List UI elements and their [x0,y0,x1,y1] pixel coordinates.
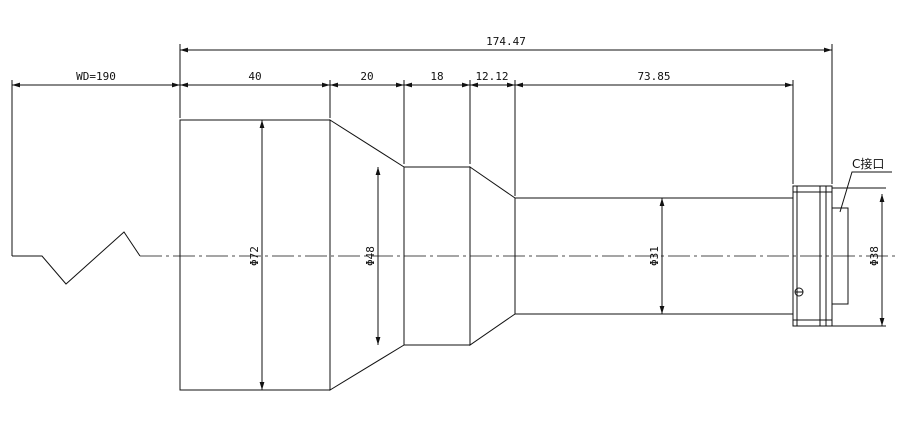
dim-seg-4-label: 12.12 [475,70,508,83]
c-mount-leader-line [839,171,892,213]
dim-seg-2-label: 20 [360,70,373,83]
working-distance-break-line [12,231,141,285]
dim-seg-3-label: 18 [430,70,443,83]
c-mount-callout-label: C接口 [852,156,884,171]
dim-seg-5-label: 73.85 [637,70,670,83]
diameter-d3-label: Φ31 [648,246,661,266]
dim-seg-1-label: 40 [248,70,261,83]
c-mount-thread [831,207,849,305]
diameter-d2-label: Φ48 [364,246,377,266]
diameter-d1-label: Φ72 [248,246,261,266]
dim-wd-label: WD=190 [76,70,116,83]
diameter-d4-label: Φ38 [868,246,881,266]
dim-overall-label: 174.47 [486,35,526,48]
